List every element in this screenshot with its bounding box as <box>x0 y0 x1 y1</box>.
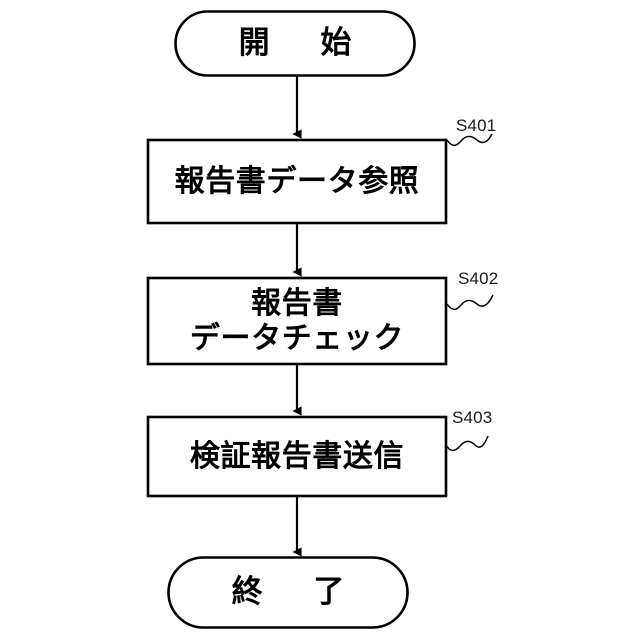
node-start[interactable] <box>174 10 416 77</box>
node-end[interactable] <box>167 556 409 629</box>
step-label-s403: S403 <box>452 408 493 427</box>
node-process-s402[interactable] <box>146 276 448 366</box>
leader-line-s402 <box>446 294 494 311</box>
node-process-s403[interactable] <box>146 415 448 498</box>
step-label-s401: S401 <box>456 116 497 135</box>
leader-line-s401 <box>446 133 493 147</box>
step-label-s402: S402 <box>458 269 499 288</box>
node-process-s401[interactable] <box>146 138 448 225</box>
leader-line-s403 <box>445 435 489 452</box>
